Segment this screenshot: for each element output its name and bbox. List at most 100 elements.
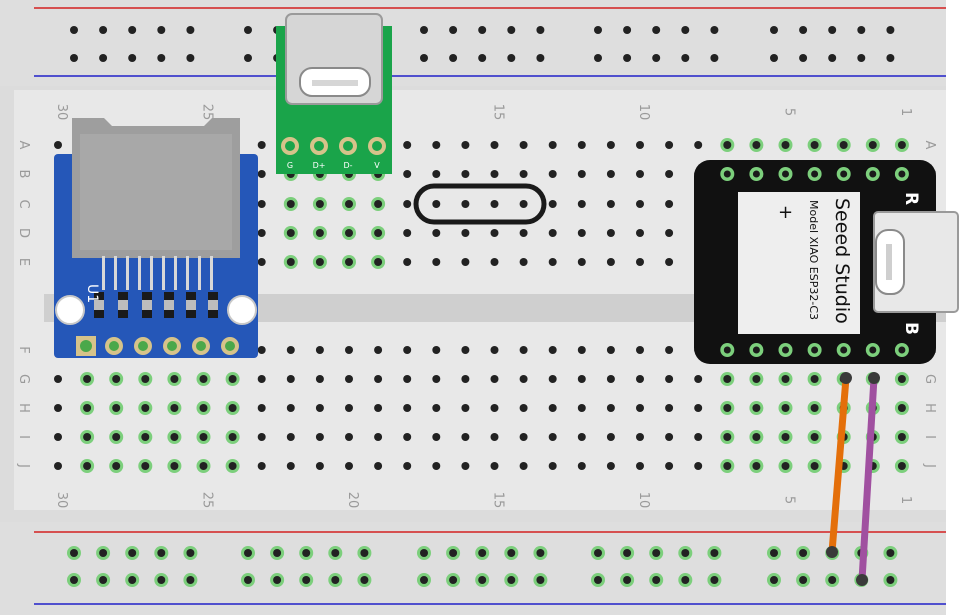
usb-c-breakout[interactable]: G D+ D- V [276,13,392,174]
rail-hole [770,54,778,62]
hole [345,346,353,354]
column-number: 25 [200,104,215,121]
hole [403,141,412,149]
hole [781,375,790,383]
hole [403,346,412,354]
hole [461,375,470,383]
hole [112,433,121,441]
row-letter: F [16,346,31,353]
hole [519,346,528,354]
column-number: 5 [782,496,797,504]
hole [665,258,674,266]
xiao-pin-hole [840,170,848,178]
xiao-pin-hole [782,346,789,354]
hole [315,258,324,266]
hole [345,200,353,208]
rail-hole [623,549,632,557]
hole [810,433,819,441]
hole [345,229,353,237]
column-number: 15 [491,492,506,509]
hole [54,141,62,149]
xiao-esp32c3-board[interactable]: Seeed Studio Model XIAO ESP32-C3 + R B [694,160,959,364]
hole [374,229,383,237]
hole [170,404,179,412]
xiao-pin-hole [752,170,760,178]
hole [519,462,528,470]
orange-wire[interactable] [828,374,850,556]
sd-card-module[interactable]: U1 [54,118,258,358]
hole [461,170,470,178]
power-rail-top [0,0,946,86]
rail-hole [157,549,166,557]
hole [519,141,528,149]
hole [577,229,586,237]
hole [752,141,761,149]
hole [694,433,703,441]
row-highlight-outline[interactable] [413,183,547,225]
hole [490,258,499,266]
hole [548,141,557,149]
hole [112,404,121,412]
row-letter: H [16,403,31,413]
rail-hole [799,26,808,34]
rail-hole [594,576,602,584]
row-letter: H [922,403,937,413]
rail-hole [449,26,458,34]
rail-hole [157,54,166,62]
row-letter: I [922,435,937,439]
hole [315,404,324,412]
hole [636,229,644,237]
xiao-pin-hole [752,346,760,354]
hole [141,462,150,470]
hole [665,170,674,178]
column-number: 20 [345,492,360,509]
hole [577,404,586,412]
hole [548,258,557,266]
rail-hole [70,549,78,557]
rail-hole [652,26,661,34]
rail-hole [594,54,602,62]
xiao-pin-hole [898,346,906,354]
sd-resistors [94,292,218,318]
hole [548,375,557,383]
hole [897,462,906,470]
rail-hole [652,54,661,62]
hole [810,462,819,470]
sd-slot-inner [80,134,232,250]
hole [403,462,412,470]
rail-hole [360,576,369,584]
hole [315,346,324,354]
hole [781,462,790,470]
column-number: 1 [898,496,913,504]
hole [432,433,441,441]
rail-hole [420,576,428,584]
row-letter: E [16,258,31,266]
hole [432,375,441,383]
hole [199,462,208,470]
rail-hole [536,549,545,557]
hole [54,462,62,470]
hole [403,200,412,208]
hole [665,462,674,470]
hole [141,404,150,412]
hole [170,375,179,383]
row-letter: C [16,199,31,208]
hole [170,433,179,441]
rail-hole [857,26,866,34]
purple-wire[interactable] [858,374,878,584]
sd-module-label: U1 [84,284,100,303]
usb-breakout-pads [281,137,386,155]
hole [839,141,848,149]
hole [170,462,179,470]
rail-hole [886,576,895,584]
hole [781,404,790,412]
hole [432,258,441,266]
hole [141,375,150,383]
wire-end [868,372,880,384]
hole [519,258,528,266]
hole [315,200,324,208]
hole [723,433,732,441]
hole [577,375,586,383]
rail-hole [710,549,719,557]
